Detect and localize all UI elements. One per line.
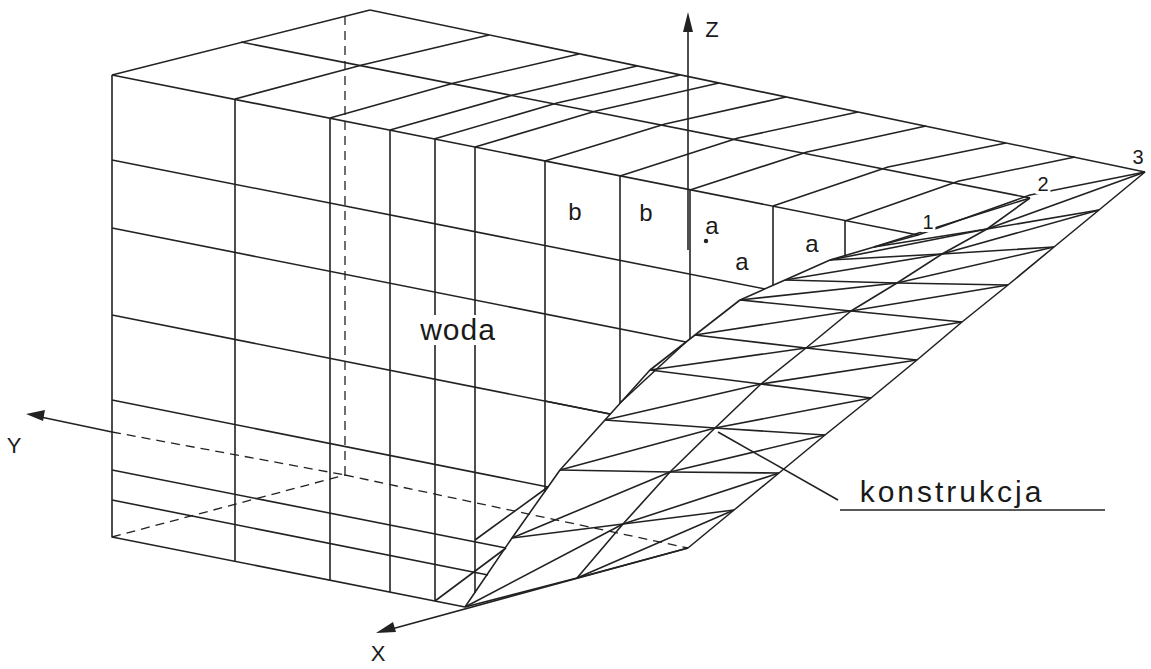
axis-label: Z	[703, 19, 720, 41]
part-label: konstrukcja	[858, 477, 1047, 507]
callout-number: 1	[920, 212, 935, 232]
element-type-label: a	[733, 250, 750, 274]
callout-number: 2	[1035, 174, 1050, 194]
axis-label: X	[369, 643, 388, 665]
element-type-label: b	[637, 201, 654, 225]
element-type-label: a	[703, 214, 720, 238]
axis-label: Y	[5, 435, 24, 457]
element-type-label: a	[803, 232, 820, 256]
region-label: woda	[418, 315, 498, 345]
callout-number: 3	[1130, 147, 1145, 167]
element-type-label: b	[566, 200, 583, 224]
